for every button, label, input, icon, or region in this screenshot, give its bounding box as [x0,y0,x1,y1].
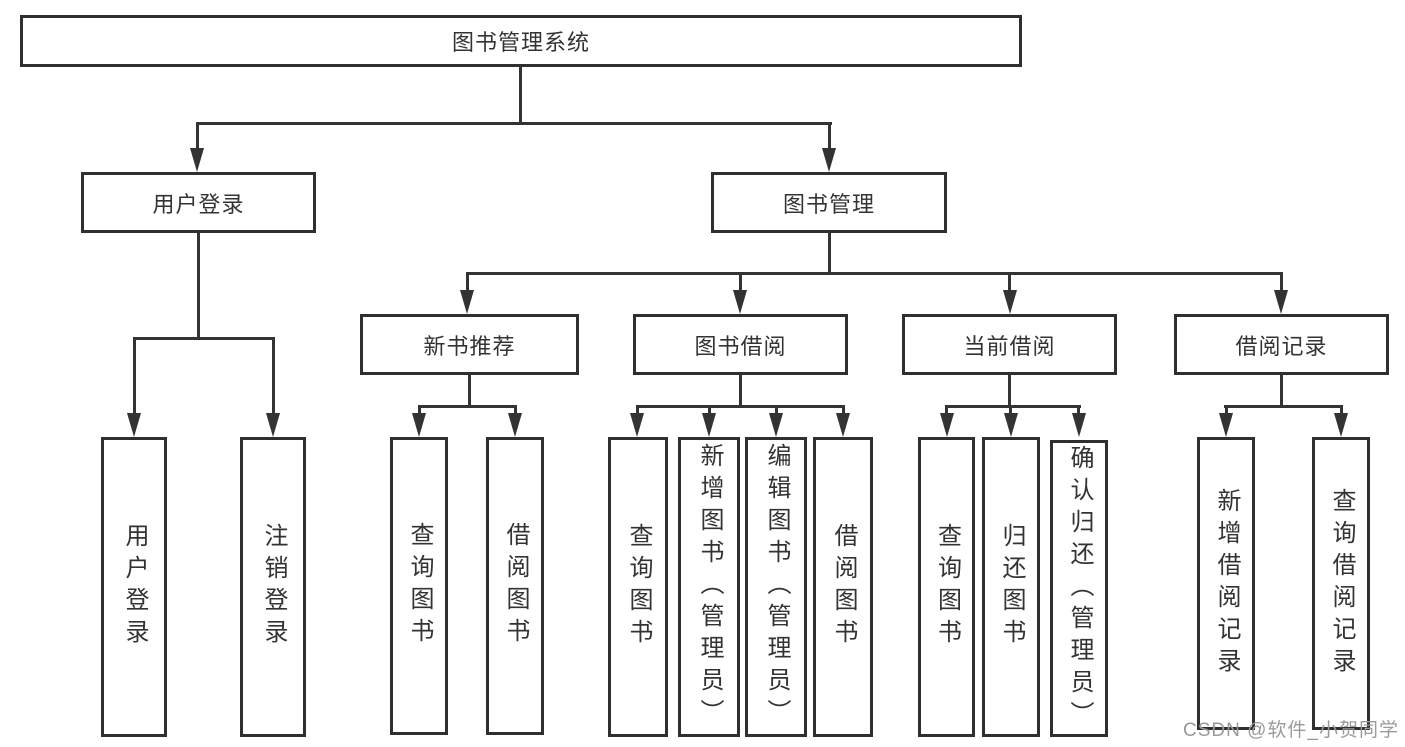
node-book-borrowing-label: 图书借阅 [694,333,787,359]
leaf-confirm-return-admin-label: 确认归还（管理员） [1066,444,1093,733]
node-new-book-recommendation: 新书推荐 [360,314,579,375]
arrowhead-down-icon [836,413,850,437]
leaf-query-borrow-record: 查询借阅记录 [1312,437,1370,730]
leaf-return-books: 归还图书 [982,437,1040,737]
arrowhead-down-icon [127,413,141,437]
node-user-login-branch-label: 用户登录 [152,191,245,217]
connector-drop [842,408,845,413]
leaf-borrow-books: 借阅图书 [813,437,873,737]
connector-drop-new-book [466,275,469,290]
arrowhead-down-icon [508,413,522,437]
connector-level3-bus [466,272,1283,275]
connector-book-management-stub [828,233,831,272]
leaf-add-books-admin: 新增图书（管理员） [678,437,740,737]
leaf-current-query-books-label: 查询图书 [933,523,961,651]
connector-drop-book-management [828,125,831,148]
connector-drop-current-borrow [1008,275,1011,290]
leaf-user-login: 用户登录 [101,437,167,737]
leaf-newrec-query-books-label: 查询图书 [406,522,433,650]
arrowhead-down-icon [630,413,644,437]
leaf-edit-books-admin-label: 编辑图书（管理员） [763,443,790,731]
node-current-borrowing: 当前借阅 [902,314,1117,375]
connector-drop-book-borrow [739,275,742,290]
connector-current-bus [945,405,1081,408]
leaf-query-borrow-record-label: 查询借阅记录 [1328,487,1355,680]
arrowhead-down-icon [1003,290,1017,314]
connector-newrec-bus [418,405,517,408]
connector-drop [1340,408,1343,413]
leaf-current-query-books: 查询图书 [918,437,975,737]
node-book-management-branch-label: 图书管理 [782,191,875,217]
connector-drop [1225,408,1228,413]
leaf-add-borrow-record-label: 新增借阅记录 [1213,487,1240,680]
node-new-book-recommendation-label: 新书推荐 [423,333,516,359]
arrowhead-down-icon [702,413,716,437]
node-borrowing-records-label: 借阅记录 [1235,333,1328,359]
arrowhead-down-icon [412,413,426,437]
connector-drop-leaf-user-login [133,340,136,413]
arrowhead-down-icon [1004,413,1018,437]
arrowhead-down-icon [1334,413,1348,437]
connector-user-login-stub [197,233,200,337]
leaf-confirm-return-admin: 确认归还（管理员） [1050,440,1108,737]
node-user-login-branch: 用户登录 [81,172,316,233]
csdn-watermark: CSDN @软件_小贺同学 [1183,720,1399,741]
node-current-borrowing-label: 当前借阅 [963,333,1056,359]
connector-drop [1009,408,1012,413]
leaf-borrow-query-books-label: 查询图书 [625,523,652,651]
connector-drop [775,408,778,413]
connector-drop-borrow-records [1280,275,1283,290]
connector-drop [1077,408,1080,413]
arrowhead-down-icon [460,290,474,314]
leaf-newrec-query-books: 查询图书 [390,437,448,735]
node-library-system-label: 图书管理系统 [451,30,590,55]
leaf-logout: 注销登录 [240,437,306,737]
connector-level2-bus [196,122,832,125]
node-book-management-branch: 图书管理 [711,172,947,233]
arrowhead-down-icon [190,148,204,172]
node-borrowing-records: 借阅记录 [1174,314,1389,375]
connector-records-bus [1224,405,1343,408]
connector-user-login-bus [133,337,275,340]
node-book-borrowing: 图书借阅 [633,314,848,375]
arrowhead-down-icon [733,290,747,314]
connector-drop [636,408,639,413]
connector-borrow-bus [636,405,845,408]
connector-drop [514,408,517,413]
connector-newrec-stub [468,374,471,405]
leaf-edit-books-admin: 编辑图书（管理员） [745,437,807,737]
arrowhead-down-icon [1219,413,1233,437]
arrowhead-down-icon [266,413,280,437]
connector-borrow-stub [739,374,742,405]
connector-root-stub [519,66,522,123]
leaf-borrow-books-label: 借阅图书 [830,523,857,651]
arrowhead-down-icon [940,413,954,437]
connector-drop-leaf-logout [272,340,275,413]
arrowhead-down-icon [1274,290,1288,314]
connector-current-stub [1008,374,1011,405]
connector-drop [418,408,421,413]
leaf-borrow-query-books: 查询图书 [608,437,668,737]
leaf-newrec-borrow-books: 借阅图书 [486,437,544,735]
arrowhead-down-icon [769,413,783,437]
leaf-add-books-admin-label: 新增图书（管理员） [696,443,723,731]
leaf-return-books-label: 归还图书 [998,523,1025,651]
leaf-add-borrow-record: 新增借阅记录 [1197,437,1255,730]
connector-drop [708,408,711,413]
connector-drop [945,408,948,413]
connector-drop-user-login [196,125,199,148]
arrowhead-down-icon [822,148,836,172]
connector-records-stub [1280,374,1283,405]
leaf-newrec-borrow-books-label: 借阅图书 [502,522,529,650]
node-library-system: 图书管理系统 [20,15,1022,67]
leaf-user-login-label: 用户登录 [121,523,148,651]
arrowhead-down-icon [1072,413,1086,437]
leaf-logout-label: 注销登录 [260,523,287,651]
